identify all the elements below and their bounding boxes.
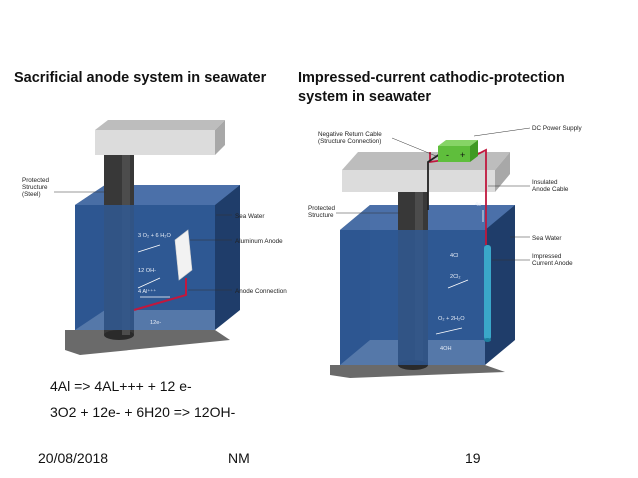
label-insulated-1: Insulated xyxy=(532,179,558,186)
label-anode-connection: Anode Connection xyxy=(235,288,287,295)
arrow-o2 xyxy=(435,327,463,335)
arrow-cl xyxy=(447,279,469,289)
deck-side xyxy=(215,120,225,155)
impressed-current-diagram: - + 4e 4Cl 2Cl₂ O₂ + 2H₂O 4OH Negative R… xyxy=(308,125,583,378)
label-impressed-1: Impressed xyxy=(532,253,562,260)
tank-right-side xyxy=(215,185,240,330)
deck-front xyxy=(95,130,215,155)
label-reaction1: 3 O₂ + 6 H₂O xyxy=(138,233,171,239)
anode-cable xyxy=(133,278,187,311)
deck-front xyxy=(342,170,495,192)
sacrificial-anode-diagram: 3 O₂ + 6 H₂O 12 OH- 4 Al⁺⁺⁺ 12e- Protect… xyxy=(22,120,287,355)
label-protected-2: Structure xyxy=(22,184,48,191)
label-protected-2: Structure xyxy=(308,212,334,219)
anode-rod-tip xyxy=(484,338,491,342)
arrow-oxygen xyxy=(137,244,161,253)
battery-minus: - xyxy=(446,150,449,160)
battery-side xyxy=(470,140,478,162)
deck-top xyxy=(95,120,225,130)
label-dc-power: DC Power Supply xyxy=(532,125,583,132)
left-title: Sacrificial anode system in seawater xyxy=(14,70,267,86)
right-title-line-1: Impressed-current cathodic-protection xyxy=(298,70,565,86)
label-protected-1: Protected xyxy=(308,205,335,212)
label-protected-1: Protected xyxy=(22,177,49,184)
right-title: Impressed-current cathodic-protection sy… xyxy=(298,69,565,107)
label-al: 4 Al⁺⁺⁺ xyxy=(138,288,156,295)
footer-page-number: 19 xyxy=(465,450,481,466)
label-protected-3: (Steel) xyxy=(22,191,41,198)
equation-2: 3O2 + 12e- + 6H20 => 12OH- xyxy=(50,404,236,420)
label-insulated-2: Anode Cable xyxy=(532,186,569,193)
label-negative-return-2: (Structure Connection) xyxy=(318,138,381,145)
battery-body xyxy=(438,146,470,162)
battery-plus: + xyxy=(460,150,465,160)
footer-date: 20/08/2018 xyxy=(38,450,109,466)
label-sea-water: Sea Water xyxy=(235,213,265,220)
label-negative-return-1: Negative Return Cable xyxy=(318,131,382,138)
negative-return-cable xyxy=(427,153,441,210)
aluminum-anode xyxy=(174,229,193,281)
label-oh: 12 OH- xyxy=(138,268,156,274)
leader-dc-power xyxy=(473,127,531,137)
deck-side xyxy=(495,152,510,192)
label-electrons: 12e- xyxy=(150,320,161,326)
right-title-line-2: system in seawater xyxy=(298,89,431,105)
label-4oh: 4OH xyxy=(440,346,452,352)
ground xyxy=(65,330,230,355)
label-2cl2: 2Cl₂ xyxy=(450,274,461,280)
impressed-anode-rod xyxy=(484,245,491,340)
label-o2: O₂ + 2H₂O xyxy=(438,316,465,322)
equation-1: 4Al => 4AL+++ + 12 e- xyxy=(50,378,192,394)
ground xyxy=(330,365,505,378)
label-4cl: 4Cl xyxy=(450,253,458,259)
label-aluminum-anode: Aluminum Anode xyxy=(235,238,283,245)
leader-negative-return xyxy=(391,137,437,157)
tank-front xyxy=(340,230,485,365)
deck-top xyxy=(342,152,510,170)
water-surface xyxy=(75,185,240,205)
tank-right-side xyxy=(485,205,515,365)
label-sea-water: Sea Water xyxy=(532,235,562,242)
label-impressed-2: Current Anode xyxy=(532,260,573,267)
footer-author: NM xyxy=(228,450,250,466)
battery-top xyxy=(438,140,478,146)
arrow-oh xyxy=(137,277,161,289)
label-electrons: 4e xyxy=(475,202,481,208)
